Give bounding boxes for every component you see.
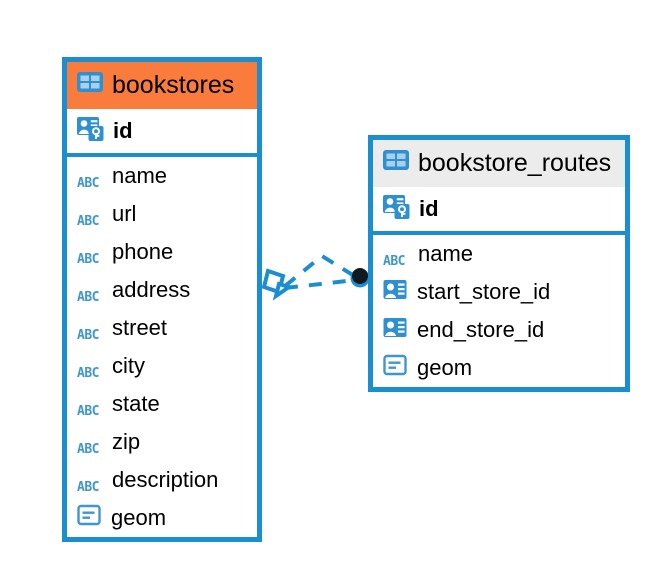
abc-text-icon: ABC [77, 283, 103, 305]
entity-row[interactable]: ABC address [67, 271, 257, 309]
entity-row[interactable]: ABC url [67, 195, 257, 233]
svg-text:ABC: ABC [77, 214, 99, 227]
column-name: name [112, 163, 168, 188]
relationship-line-lower [284, 278, 357, 290]
entity-table-bookstore-routes[interactable]: bookstore_routes id [368, 135, 630, 392]
column-name: phone [112, 239, 174, 264]
column-name: address [112, 277, 191, 302]
entity-row[interactable]: ABC name [67, 157, 257, 195]
column-name: end_store_id [417, 317, 545, 342]
entity-row[interactable]: ABC name [373, 235, 625, 273]
column-name: description [112, 467, 219, 492]
foreign-key-icon [383, 317, 408, 344]
entity-title: bookstores [112, 71, 235, 99]
column-name: city [112, 353, 145, 378]
column-name: street [112, 315, 168, 340]
entity-row[interactable]: ABC description [67, 461, 257, 499]
column-name: url [112, 201, 137, 226]
column-name: id [113, 118, 133, 143]
svg-text:ABC: ABC [77, 252, 99, 265]
primary-key-icon [77, 116, 104, 147]
geometry-icon [383, 354, 408, 382]
abc-text-icon: ABC [77, 169, 103, 191]
svg-text:ABC: ABC [77, 290, 99, 303]
svg-text:ABC: ABC [77, 328, 99, 341]
svg-text:ABC: ABC [383, 254, 405, 267]
abc-text-icon: ABC [77, 359, 103, 381]
svg-text:ABC: ABC [77, 442, 99, 455]
entity-row[interactable]: end_store_id [373, 311, 625, 349]
svg-text:ABC: ABC [77, 176, 99, 189]
primary-key-icon [383, 194, 410, 225]
entity-row[interactable]: ABC state [67, 385, 257, 423]
entity-row[interactable]: ABC street [67, 309, 257, 347]
filled-circle-marker [350, 268, 370, 288]
geometry-icon [77, 504, 102, 532]
table-grid-icon [383, 149, 409, 178]
entity-row[interactable]: id [67, 109, 257, 153]
column-name: zip [112, 429, 141, 454]
column-name: start_store_id [417, 279, 551, 304]
entity-row[interactable]: ABC city [67, 347, 257, 385]
column-name: geom [417, 355, 473, 380]
entity-row[interactable]: id [373, 187, 625, 231]
entity-header[interactable]: bookstore_routes [373, 140, 625, 187]
entity-row[interactable]: start_store_id [373, 273, 625, 311]
table-grid-icon [77, 71, 103, 100]
primary-key-separator [373, 231, 625, 235]
abc-text-icon: ABC [77, 397, 103, 419]
abc-text-icon: ABC [383, 247, 409, 269]
abc-text-icon: ABC [77, 473, 103, 495]
entity-row[interactable]: ABC phone [67, 233, 257, 271]
entity-row[interactable]: ABC zip [67, 423, 257, 461]
entity-header[interactable]: bookstores [67, 62, 257, 109]
column-name: id [419, 196, 439, 221]
column-name: name [418, 241, 474, 266]
entity-row[interactable]: geom [373, 349, 625, 387]
foreign-key-icon [383, 279, 408, 306]
entity-title: bookstore_routes [418, 149, 612, 177]
abc-text-icon: ABC [77, 207, 103, 229]
crows-foot-diamond-marker [261, 268, 294, 301]
abc-text-icon: ABC [77, 435, 103, 457]
svg-text:ABC: ABC [77, 404, 99, 417]
svg-text:ABC: ABC [77, 480, 99, 493]
abc-text-icon: ABC [77, 245, 103, 267]
column-name: state [112, 391, 160, 416]
column-name: geom [111, 505, 167, 530]
primary-key-separator [67, 153, 257, 157]
entity-row[interactable]: geom [67, 499, 257, 537]
svg-text:ABC: ABC [77, 366, 99, 379]
entity-table-bookstores[interactable]: bookstores id [62, 57, 262, 542]
relationship-line-upper [283, 253, 358, 288]
abc-text-icon: ABC [77, 321, 103, 343]
